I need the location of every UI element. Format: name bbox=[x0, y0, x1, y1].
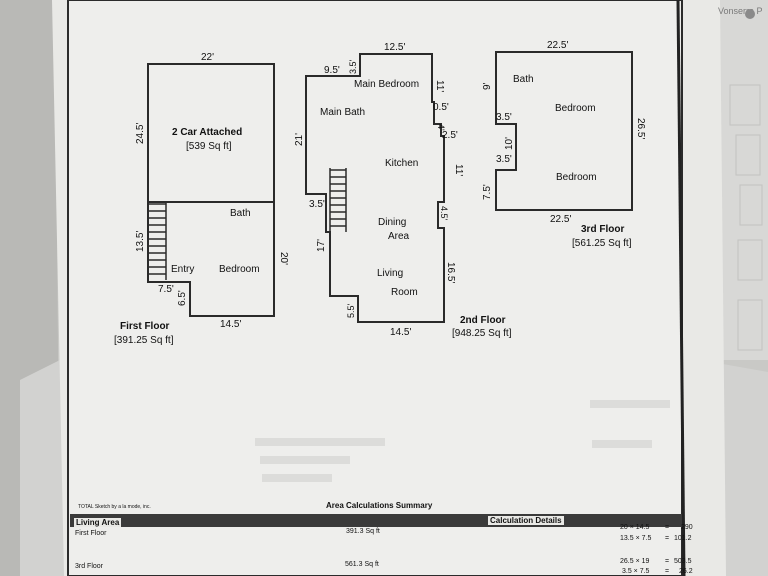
sf-area: [948.25 Sq ft] bbox=[452, 328, 512, 339]
sf-area-label: Area bbox=[388, 231, 410, 242]
calc-eq: = bbox=[665, 535, 670, 542]
calc-val: 101.2 bbox=[674, 535, 692, 542]
tf-dim-notch-a: 3.5' bbox=[496, 112, 512, 123]
sketch-credit: TOTAL Sketch by a la mode, inc. bbox=[78, 504, 151, 510]
calc-eq: = bbox=[665, 558, 670, 565]
calc-expr: 3.5 × 7.5 bbox=[622, 568, 650, 575]
summary-row-area: 391.3 Sq ft bbox=[346, 528, 380, 535]
calc-expr: 26.5 × 19 bbox=[620, 558, 650, 565]
calc-val: 503.5 bbox=[674, 558, 692, 565]
tf-dim-notch-b: 3.5' bbox=[496, 154, 512, 165]
summary-row-area: 561.3 Sq ft bbox=[345, 561, 379, 568]
third-floor-outline bbox=[495, 51, 633, 211]
sf-kitchen-label: Kitchen bbox=[385, 158, 418, 169]
ff-title: First Floor bbox=[120, 321, 170, 332]
sf-dim-bottom: 14.5' bbox=[390, 327, 411, 338]
ff-garage-area: [539 Sq ft] bbox=[186, 141, 232, 152]
calc-val: 26.2 bbox=[679, 568, 693, 575]
first-floor-stairs bbox=[148, 202, 167, 280]
first-floor-plan bbox=[147, 63, 275, 317]
summary-header-band bbox=[70, 514, 682, 527]
sf-dim-left-lower: 17' bbox=[316, 239, 327, 252]
calc-eq: = bbox=[665, 568, 670, 575]
sf-dim-top: 12.5' bbox=[384, 42, 405, 53]
sf-dim-notch-h: 9.5' bbox=[324, 65, 340, 76]
sf-dim-right-e: 11' bbox=[453, 164, 464, 176]
sf-dim-right-g: 16.5' bbox=[445, 262, 456, 283]
summary-col-right: Calculation Details bbox=[488, 516, 564, 525]
map-label: Vonserra P bbox=[718, 6, 763, 16]
sf-dim-notch-v: 3.5' bbox=[348, 59, 358, 74]
ff-dim-entry-v: 6.5' bbox=[177, 290, 188, 306]
ff-dim-left-lower: 13.5' bbox=[135, 231, 146, 252]
tf-area: [561.25 Sq ft] bbox=[572, 238, 632, 249]
calc-eq: = bbox=[665, 524, 670, 531]
ff-dim-top: 22' bbox=[201, 52, 214, 63]
sf-dim-stair-step: 3.5' bbox=[309, 199, 325, 210]
summary-col-left: Living Area bbox=[74, 518, 122, 527]
sf-dim-right-c: 4' bbox=[436, 124, 446, 131]
summary-title: Area Calculations Summary bbox=[326, 501, 433, 510]
tf-dim-left-bottom: 7.5' bbox=[482, 184, 493, 200]
sf-title: 2nd Floor bbox=[460, 315, 506, 326]
sf-dim-bottom-step: 5.5' bbox=[346, 303, 356, 318]
map-pin-icon bbox=[745, 9, 755, 19]
ff-entry-label: Entry bbox=[171, 264, 194, 275]
sf-dining-label: Dining bbox=[378, 217, 406, 228]
show-through-marks bbox=[255, 400, 670, 482]
calc-expr: 13.5 × 7.5 bbox=[620, 535, 652, 542]
calc-val: 290 bbox=[681, 524, 693, 531]
summary-row-label: 3rd Floor bbox=[75, 563, 104, 570]
tf-dim-mid: 10' bbox=[504, 137, 515, 150]
calc-expr: 20 × 14.5 bbox=[620, 524, 650, 531]
summary-row-label: First Floor bbox=[75, 530, 107, 537]
ff-bath-label: Bath bbox=[230, 208, 251, 219]
sf-main-bath-label: Main Bath bbox=[320, 107, 365, 118]
first-floor-outline bbox=[147, 201, 275, 317]
map-grid bbox=[729, 84, 763, 351]
sf-dim-left-upper: 21' bbox=[294, 133, 305, 146]
sf-room-label: Room bbox=[391, 287, 418, 298]
tf-dim-top: 22.5' bbox=[547, 40, 568, 51]
second-floor-outline bbox=[305, 53, 445, 323]
ff-dim-left-upper: 24.5' bbox=[135, 123, 146, 144]
tf-dim-right: 26.5' bbox=[635, 118, 646, 139]
sf-main-bedroom-label: Main Bedroom bbox=[354, 79, 419, 90]
tf-dim-bottom: 22.5' bbox=[550, 214, 571, 225]
sf-dim-right-d: 2.5' bbox=[442, 130, 458, 141]
ff-dim-entry-h: 7.5' bbox=[158, 284, 174, 295]
tf-bath-label: Bath bbox=[513, 74, 534, 85]
tf-bedroom-1-label: Bedroom bbox=[555, 103, 596, 114]
sf-dim-right-f: 4.5' bbox=[439, 206, 449, 221]
sf-dim-right-a: 11' bbox=[434, 80, 445, 92]
ff-bedroom-label: Bedroom bbox=[219, 264, 260, 275]
ff-dim-bottom: 14.5' bbox=[220, 319, 241, 330]
tf-title: 3rd Floor bbox=[581, 224, 624, 235]
tf-bedroom-2-label: Bedroom bbox=[556, 172, 597, 183]
ff-garage-label: 2 Car Attached bbox=[172, 127, 242, 138]
ff-dim-right-lower: 20' bbox=[278, 252, 289, 265]
sf-living-label: Living bbox=[377, 268, 403, 279]
second-floor-stairs bbox=[329, 168, 347, 232]
ff-area: [391.25 Sq ft] bbox=[114, 335, 174, 346]
tf-dim-left-top: 9' bbox=[482, 82, 493, 90]
sf-dim-right-b: 0.5' bbox=[433, 102, 449, 113]
